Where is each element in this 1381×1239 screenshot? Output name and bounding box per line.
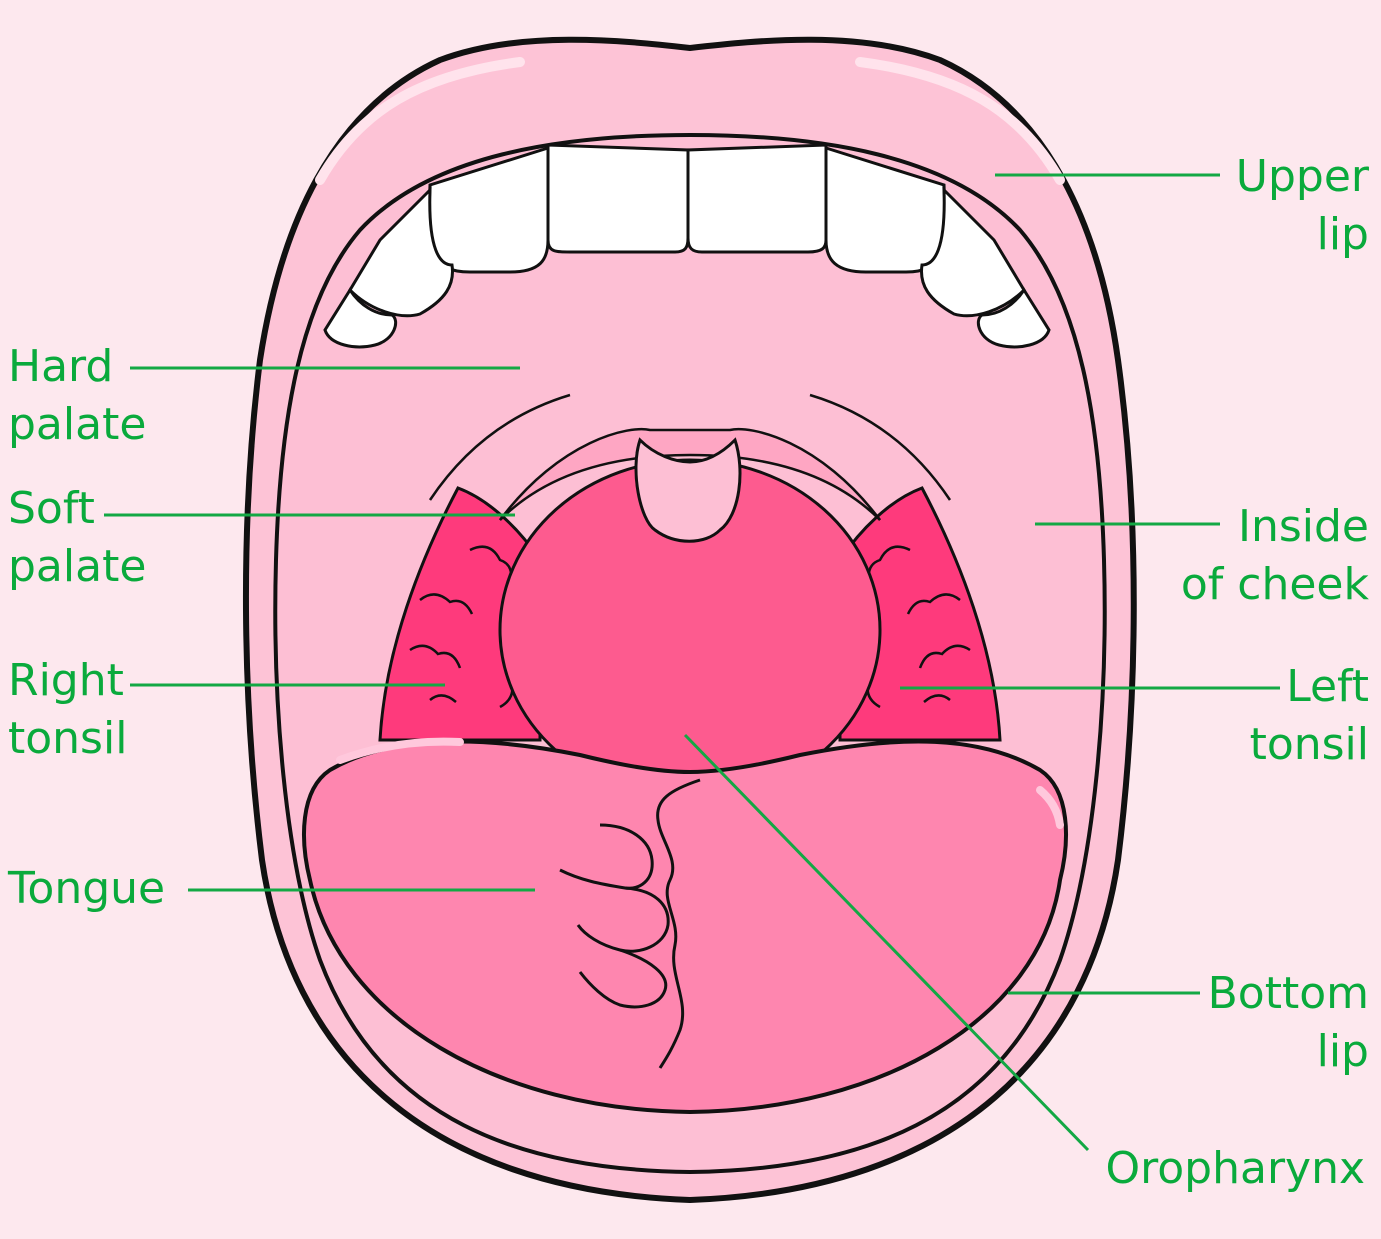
leader-oropharynx <box>683 733 1090 1152</box>
label-tongue: Tongue <box>8 863 166 914</box>
label-inside-of-cheek: Inside of cheek <box>1180 501 1369 610</box>
leader-lines <box>104 173 1280 1152</box>
label-right-tonsil: Right tonsil <box>8 655 128 764</box>
left-tonsil-region <box>378 486 542 742</box>
lip-highlight <box>315 57 1065 185</box>
tongue-folds <box>559 778 701 1069</box>
label-bottom-lip: Bottom lip <box>1207 968 1369 1077</box>
upper-teeth <box>323 143 1051 349</box>
soft-palate <box>499 427 881 521</box>
label-upper-lip: Upper lip <box>1235 151 1369 260</box>
tongue-highlight <box>336 737 1064 829</box>
label-oropharynx: Oropharynx <box>1105 1143 1365 1194</box>
label-left-tonsil: Left tonsil <box>1249 661 1369 770</box>
label-soft-palate: Soft palate <box>8 483 147 592</box>
tongue <box>302 739 1068 1115</box>
uvula <box>634 437 742 543</box>
label-hard-palate: Hard palate <box>8 341 147 450</box>
right-tonsil-region <box>838 486 1002 742</box>
